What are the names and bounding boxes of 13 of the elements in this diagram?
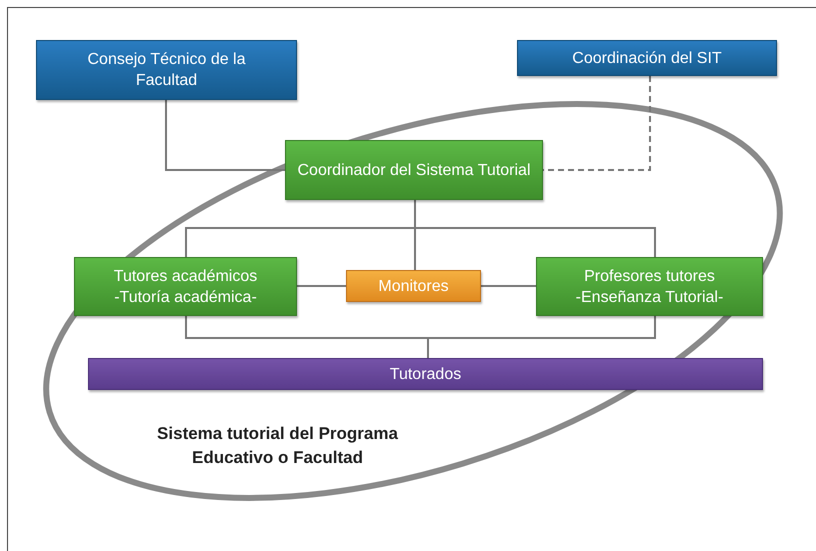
org-box: Coordinación del SIT (517, 40, 777, 76)
connector-line (414, 200, 656, 257)
org-box: Monitores (346, 270, 481, 302)
org-box: Tutores académicos -Tutoría académica- (74, 257, 297, 316)
system-label: Sistema tutorial del Programa Educativo o Facultad (156, 423, 399, 469)
connector-line (481, 285, 536, 287)
org-bar: Tutorados (88, 358, 763, 390)
connector-line (543, 76, 651, 171)
connector-line (427, 316, 656, 358)
org-box: Consejo Técnico de la Facultad (36, 40, 297, 100)
org-box: Profesores tutores -Enseñanza Tutorial- (536, 257, 763, 316)
connector-line (297, 285, 346, 287)
org-box: Coordinador del Sistema Tutorial (285, 140, 543, 200)
